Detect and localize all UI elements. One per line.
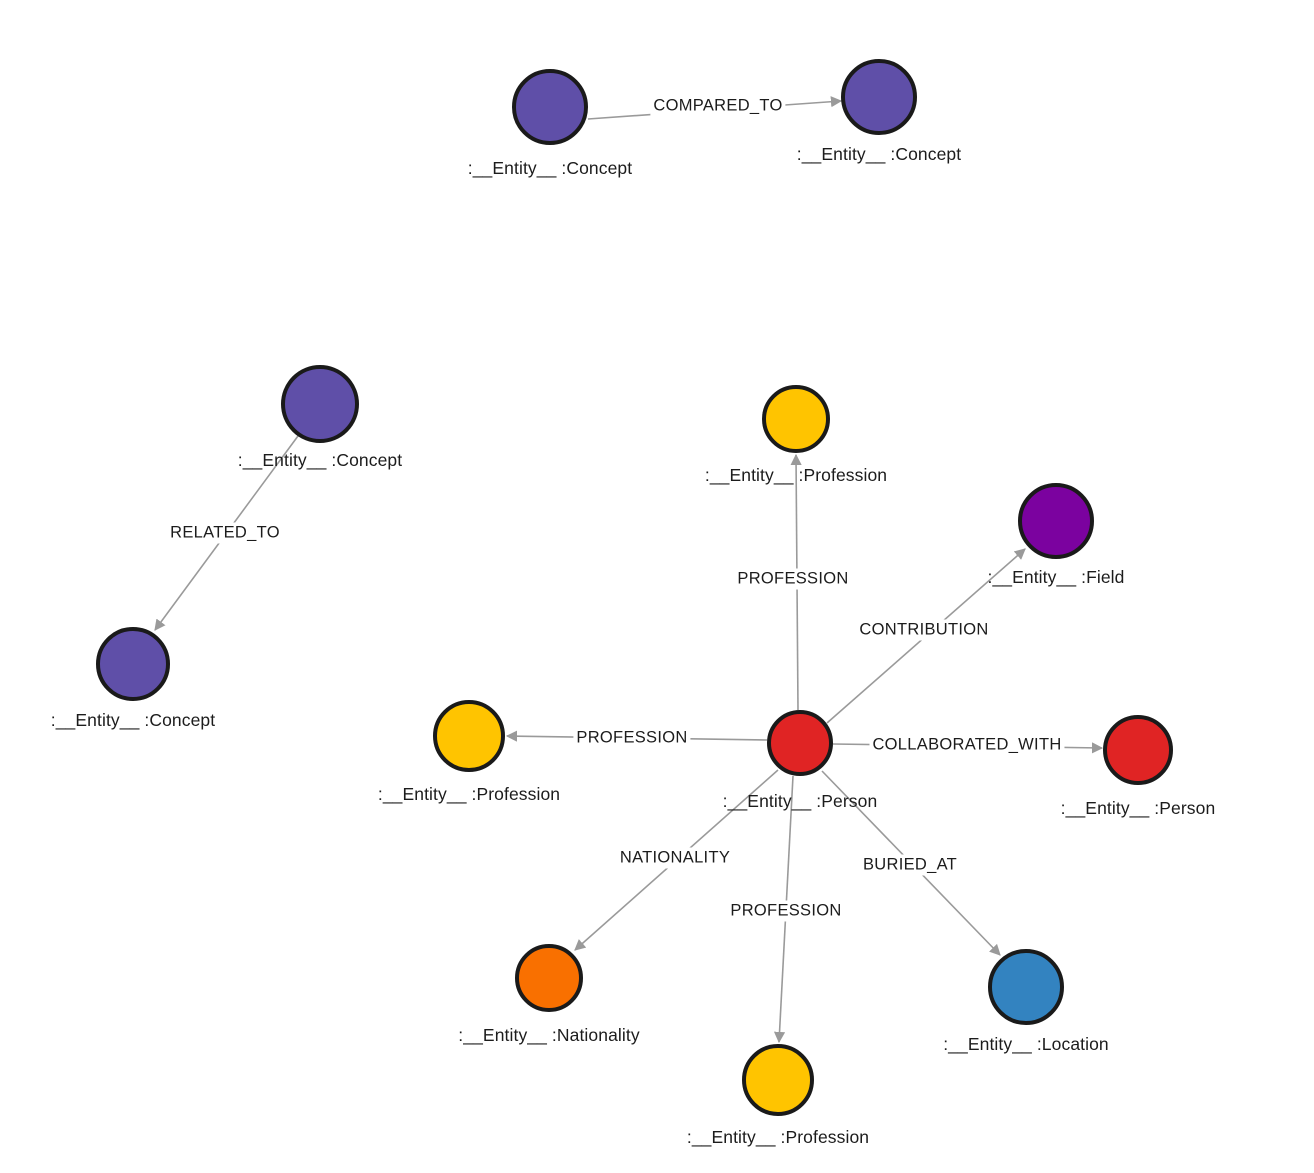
edge-caption-e_buried_at: BURIED_AT <box>859 854 961 876</box>
edge-caption-e_compared_to: COMPARED_TO <box>650 95 786 117</box>
graph-node-concept_top_left[interactable] <box>512 69 588 145</box>
graph-node-person_hub[interactable] <box>767 710 833 776</box>
edge-caption-e_profession_bottom: PROFESSION <box>727 900 845 922</box>
node-caption-field_right: :__Entity__ :Field <box>987 567 1125 587</box>
graph-node-nationality_bottom[interactable] <box>515 944 583 1012</box>
edge-caption-e_profession_top: PROFESSION <box>734 568 852 590</box>
node-caption-nationality_bottom: :__Entity__ :Nationality <box>458 1025 640 1045</box>
node-caption-profession_left: :__Entity__ :Profession <box>377 784 561 804</box>
edge-caption-e_related_to: RELATED_TO <box>167 522 283 544</box>
node-caption-concept_top_right: :__Entity__ :Concept <box>796 144 962 164</box>
graph-node-concept_top_right[interactable] <box>841 59 917 135</box>
node-caption-profession_bottom: :__Entity__ :Profession <box>686 1127 870 1147</box>
edge-caption-e_contribution: CONTRIBUTION <box>856 619 992 641</box>
graph-node-person_right[interactable] <box>1103 715 1173 785</box>
graph-node-profession_bottom[interactable] <box>742 1044 814 1116</box>
node-caption-concept_mid_left: :__Entity__ :Concept <box>237 450 403 470</box>
node-caption-concept_low_left: :__Entity__ :Concept <box>50 710 216 730</box>
node-caption-profession_top: :__Entity__ :Profession <box>704 465 888 485</box>
edge-caption-e_profession_left: PROFESSION <box>573 727 691 749</box>
graph-node-profession_top[interactable] <box>762 385 830 453</box>
node-caption-person_hub: :__Entity__ :Person <box>722 791 878 811</box>
graph-node-field_right[interactable] <box>1018 483 1094 559</box>
node-caption-concept_top_left: :__Entity__ :Concept <box>467 158 633 178</box>
graph-node-location_bottom[interactable] <box>988 949 1064 1025</box>
node-caption-location_bottom: :__Entity__ :Location <box>943 1034 1109 1054</box>
edge-lines <box>154 96 1104 1044</box>
edge-caption-e_collaborated_with: COLLABORATED_WITH <box>869 734 1065 756</box>
edge-caption-e_nationality: NATIONALITY <box>616 847 734 869</box>
graph-node-concept_low_left[interactable] <box>96 627 170 701</box>
graph-node-profession_left[interactable] <box>433 700 505 772</box>
node-caption-person_right: :__Entity__ :Person <box>1060 798 1216 818</box>
graph-node-concept_mid_left[interactable] <box>281 365 359 443</box>
